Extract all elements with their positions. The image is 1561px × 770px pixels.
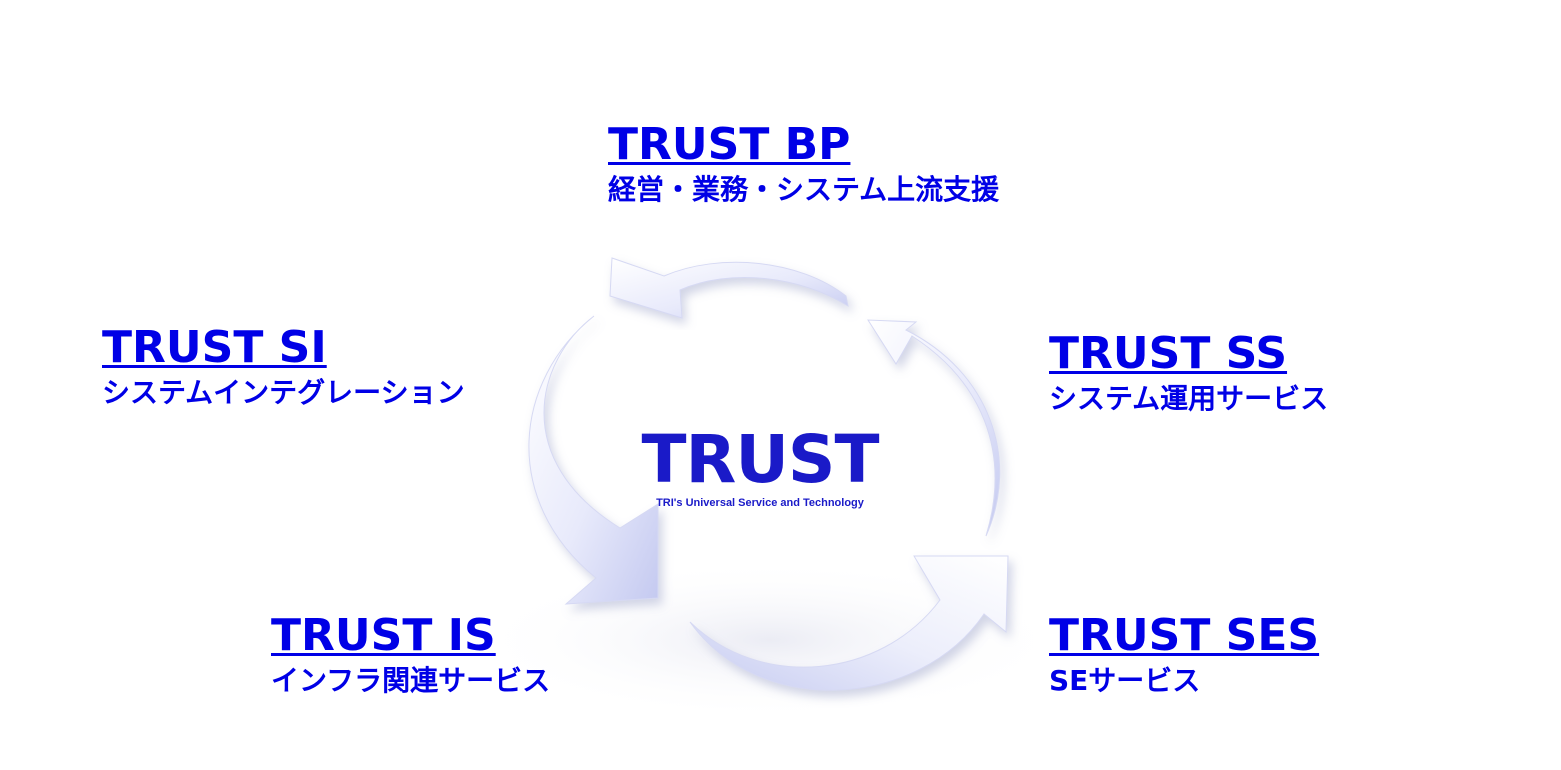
arrow-top xyxy=(609,257,849,319)
trust-is-description: インフラ関連サービス xyxy=(271,664,551,697)
trust-bp-link[interactable]: TRUST BP xyxy=(608,119,851,170)
node-trust-ses: TRUST SES SEサービス xyxy=(1049,613,1319,697)
trust-si-link[interactable]: TRUST SI xyxy=(102,322,327,373)
center-logo: TRUST TRI's Universal Service and Techno… xyxy=(600,424,920,510)
node-trust-ss: TRUST SS システム運用サービス xyxy=(1049,331,1328,415)
trust-is-link[interactable]: TRUST IS xyxy=(271,610,496,661)
arrow-left xyxy=(528,315,659,605)
center-subtitle: TRI's Universal Service and Technology xyxy=(656,497,864,509)
trust-ss-link[interactable]: TRUST SS xyxy=(1049,328,1288,379)
node-trust-si: TRUST SI システムインテグレーション xyxy=(102,325,465,409)
node-trust-is: TRUST IS インフラ関連サービス xyxy=(271,613,550,697)
trust-ses-link[interactable]: TRUST SES xyxy=(1049,610,1320,661)
trust-ses-description: SEサービス xyxy=(1049,664,1201,697)
arrow-right xyxy=(867,319,1001,537)
trust-ss-description: システム運用サービス xyxy=(1049,382,1329,415)
trust-bp-description: 経営・業務・システム上流支援 xyxy=(608,173,1000,206)
center-title: TRUST xyxy=(641,421,880,498)
trust-si-description: システムインテグレーション xyxy=(102,376,465,409)
arrow-bottom xyxy=(689,555,1009,691)
node-trust-bp: TRUST BP 経営・業務・システム上流支援 xyxy=(608,122,999,206)
